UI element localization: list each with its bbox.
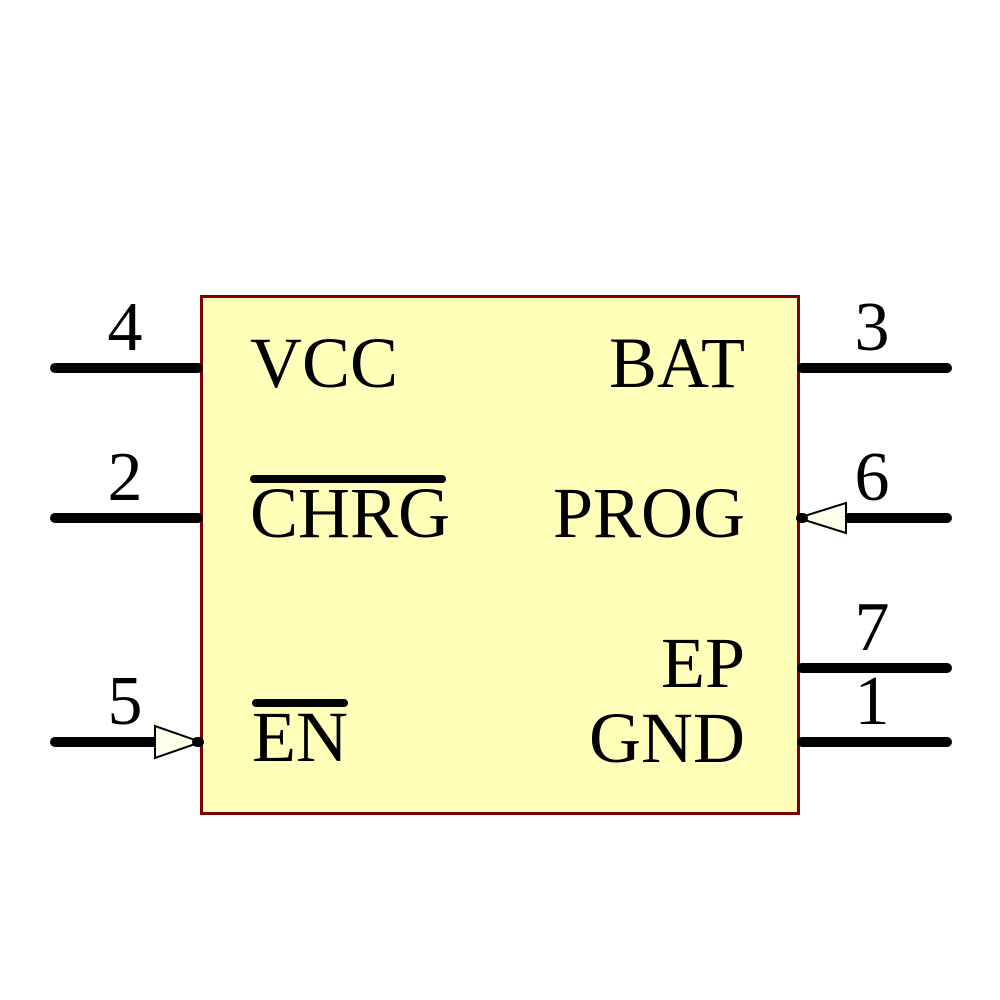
pin-wire-6[interactable] [843,513,952,523]
pin-number-1: 1 [854,663,890,740]
component-body[interactable] [200,295,800,815]
pin-label-bat: BAT [608,323,745,403]
pin-label-gnd: GND [589,698,745,778]
pin-label-prog: PROG [552,473,745,553]
pin-wire-2[interactable] [50,513,203,523]
pin-number-6: 6 [854,439,890,516]
active-low-overbar-en [252,699,348,707]
pin-number-7: 7 [854,589,890,666]
active-low-overbar-chrg [250,475,446,483]
pin-number-3: 3 [854,289,890,366]
pin-label-vcc: VCC [250,323,399,403]
pin-number-4: 4 [107,289,143,366]
pin-wire-3[interactable] [797,363,952,373]
input-arrow-icon [154,724,204,760]
pin-label-en: EN [252,697,348,777]
pin-wire-5[interactable] [50,737,160,747]
pin-connection-dot [796,513,808,523]
pin-label-ep: EP [660,623,745,703]
pin-number-2: 2 [107,439,143,516]
pin-wire-7[interactable] [797,663,952,673]
pin-wire-1[interactable] [797,737,952,747]
pin-connection-dot [192,737,204,747]
pin-label-chrg: CHRG [250,473,451,553]
pin-wire-4[interactable] [50,363,203,373]
pin-number-5: 5 [107,663,143,740]
input-arrow-icon [796,501,847,535]
